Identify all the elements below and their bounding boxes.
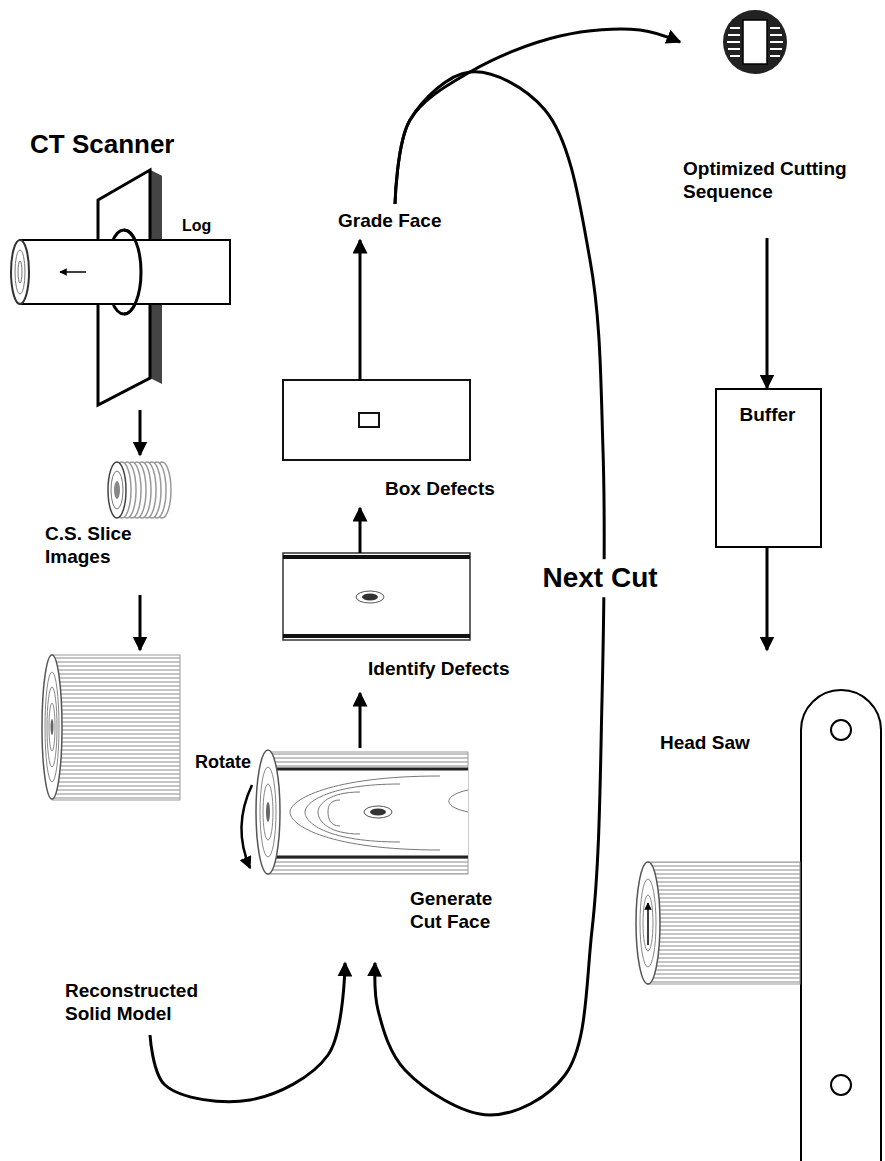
flow-arrow <box>139 410 142 455</box>
saw-log-ring <box>640 879 656 967</box>
icon-board <box>770 27 780 29</box>
ct-scanner-drawing <box>11 170 230 405</box>
knot <box>370 809 386 816</box>
flow-arrow <box>395 29 680 204</box>
cut-log-ring <box>260 767 276 857</box>
cutting-sequence-icon: Optimized Cutting Sequence <box>680 8 875 238</box>
boxed-defect-drawing <box>283 380 470 460</box>
cut-face-figure: Generate Cut Face <box>250 748 509 963</box>
feed-arrow <box>60 271 86 273</box>
scanner-ring-front <box>124 230 141 314</box>
model-ring <box>47 687 57 767</box>
model-end <box>42 655 62 799</box>
step-label: Grade Face <box>338 210 453 233</box>
knot <box>362 594 378 601</box>
step-label: Box Defects <box>385 478 515 501</box>
cut-log-pith <box>266 802 270 822</box>
board-edge <box>283 555 470 559</box>
saw-log-body <box>648 862 800 984</box>
ct-scanner-figure: CT Scanner <box>8 125 238 410</box>
grade-face-step: Grade Face <box>330 204 457 240</box>
cut-log-body <box>268 752 468 874</box>
saw-log-ring <box>643 895 653 951</box>
saw-log-end <box>636 862 660 984</box>
action-label: Rotate <box>195 752 251 774</box>
icon-board <box>730 55 740 57</box>
saw-log-arrow <box>647 903 649 945</box>
grain-line <box>305 784 400 842</box>
cut-log-end <box>256 750 280 874</box>
model-ring <box>49 703 55 751</box>
cut-log-ring <box>263 784 273 840</box>
log-end <box>11 240 29 304</box>
cut-face <box>268 770 468 856</box>
step-label: Reconstructed Solid Model <box>65 980 225 1026</box>
model-body <box>52 655 180 800</box>
icon-board <box>770 55 780 57</box>
icon-board <box>728 34 740 36</box>
slice-images-figure: C.S. Slice Images <box>40 455 180 595</box>
board-edge <box>283 634 470 638</box>
cutting-icon <box>723 10 787 74</box>
step-label: Generate Cut Face <box>410 888 505 934</box>
icon-cant <box>743 20 767 64</box>
defect-box <box>359 413 379 427</box>
solid-model-figure: Reconstructed Solid Model <box>40 650 230 1035</box>
step-label: Head Saw <box>660 732 780 755</box>
icon-disc <box>723 10 787 74</box>
model-pith <box>51 719 54 735</box>
flow-arrow <box>139 595 142 650</box>
defect-face-figure: Identify Defects <box>283 553 530 693</box>
model-ring <box>45 672 59 782</box>
grain-line <box>449 790 468 812</box>
head-saw-figure: Head Saw <box>636 650 885 1161</box>
face-edge <box>268 856 468 859</box>
solid-model-drawing <box>42 655 180 800</box>
face-board <box>283 380 470 460</box>
saw-wheel-hub <box>831 1075 851 1095</box>
step-label: C.S. Slice Images <box>45 523 155 569</box>
step-label: Buffer <box>717 404 818 427</box>
part-label: Log <box>182 216 211 235</box>
saw-band <box>801 690 881 1161</box>
icon-board <box>770 48 782 50</box>
grain-line <box>328 800 340 826</box>
slice <box>108 462 126 518</box>
buffer-box: Buffer <box>715 388 822 548</box>
icon-board <box>770 41 783 43</box>
icon-board <box>728 48 740 50</box>
knot-ring <box>364 806 392 818</box>
flow-arrow <box>359 693 362 748</box>
icon-board <box>770 34 782 36</box>
face-board <box>283 553 470 640</box>
slice-pith <box>114 481 120 499</box>
icon-board <box>727 41 740 43</box>
log-body <box>20 240 230 304</box>
saw-wheel-hub <box>831 720 851 740</box>
log-ring <box>15 250 25 294</box>
rotate-arrow <box>241 785 252 868</box>
step-label: Identify Defects <box>368 658 526 681</box>
connectors <box>140 29 767 1115</box>
edge-label: Next Cut <box>536 559 663 597</box>
cut-face-drawing <box>241 750 468 874</box>
slice-stack <box>108 462 171 518</box>
step-label: Optimized Cutting Sequence <box>683 158 871 204</box>
grain-line <box>290 776 440 850</box>
step-label: CT Scanner <box>30 129 230 160</box>
head-saw-drawing <box>636 690 881 1161</box>
slice-ring <box>111 471 123 509</box>
grain-line <box>318 792 360 834</box>
flow-arrow <box>359 240 362 380</box>
knot-ring <box>356 591 384 603</box>
icon-board <box>730 27 740 29</box>
boxed-defect-figure: Box Defects <box>283 380 528 508</box>
flow-arrow <box>359 508 362 553</box>
face-edge <box>268 768 468 771</box>
flow-arrow <box>766 548 769 650</box>
defect-face-drawing <box>283 553 470 640</box>
flow-arrow <box>766 238 769 388</box>
log-ring <box>18 261 22 283</box>
